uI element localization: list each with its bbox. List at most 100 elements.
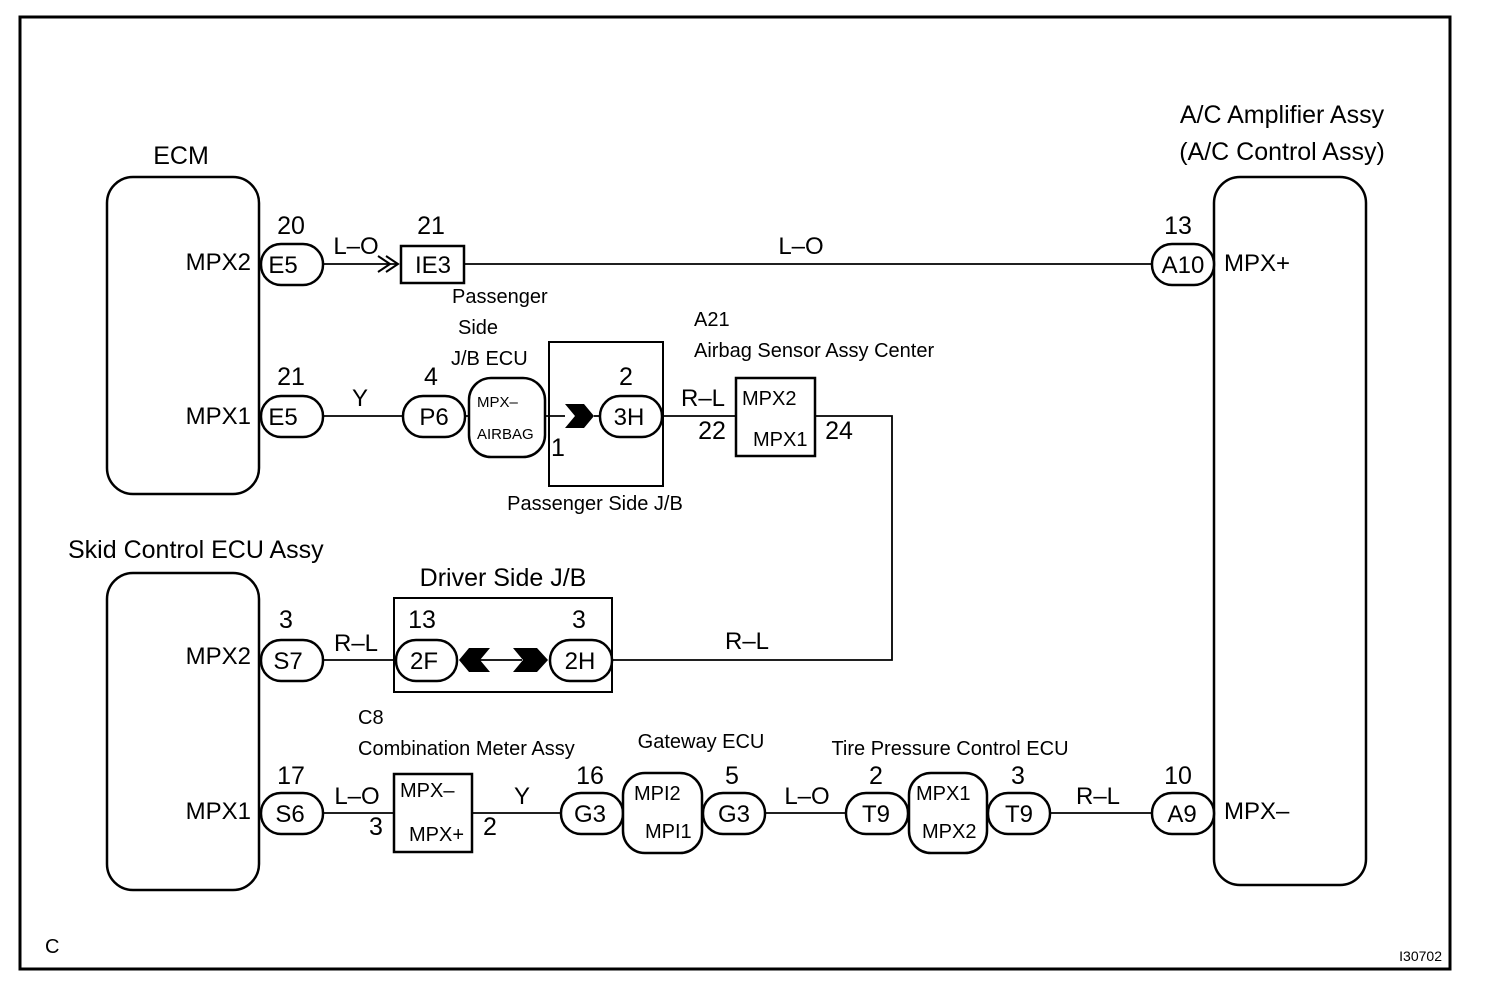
pin-tire-mpx2: 3 xyxy=(1011,762,1025,790)
pin-ac-mpx-minus: 10 xyxy=(1164,762,1192,790)
ac-amplifier-title-2: (A/C Control Assy) xyxy=(1179,138,1385,166)
pin-airbag-mpx1: 24 xyxy=(825,417,853,445)
airbag-pin-mpx1: MPX1 xyxy=(753,429,807,451)
pass-jb-ecu-label-3: J/B ECU xyxy=(451,348,528,370)
svg-text:S7: S7 xyxy=(273,648,302,675)
connector-p6: P6 xyxy=(401,394,467,439)
wire-label-w2: Y xyxy=(352,385,368,412)
pass-jb-ecu: MPX– AIRBAG xyxy=(467,376,547,459)
ac-amplifier: A/C Amplifier Assy (A/C Control Assy) MP… xyxy=(1179,101,1385,887)
skid-control-ecu-body xyxy=(105,571,261,892)
svg-text:S6: S6 xyxy=(275,801,304,828)
pin-airbag-mpx2: 22 xyxy=(698,417,726,445)
airbag-sensor: MPX2 MPX1 xyxy=(734,376,817,458)
svg-text:P6: P6 xyxy=(419,404,448,431)
skid-control-ecu: Skid Control ECU Assy MPX2 MPX1 xyxy=(68,536,324,892)
footer-letter: C xyxy=(45,936,59,958)
diagram-frame xyxy=(18,15,1452,971)
junction-arrow-icon xyxy=(377,255,400,273)
internal-connector-arrow-icon xyxy=(565,404,594,428)
pass-jb-ecu-pin-mpx-minus: MPX– xyxy=(477,394,519,411)
pin-ie3: 21 xyxy=(417,212,445,240)
pin-tire-mpx1: 2 xyxy=(869,762,883,790)
right-junction-arrow-icon xyxy=(513,648,548,672)
pass-jb-ecu-pin-airbag: AIRBAG xyxy=(477,426,534,443)
ecm-body xyxy=(105,175,261,496)
tire-pin-mpx2: MPX2 xyxy=(922,821,976,843)
comb-meter-title: Combination Meter Assy xyxy=(358,738,575,760)
gateway-pin-mpi1: MPI1 xyxy=(645,821,692,843)
connector-t9-left: T9 xyxy=(844,791,910,836)
wire-label-w4a: R–L xyxy=(334,630,378,657)
ecm: ECM MPX2 MPX1 xyxy=(105,142,261,496)
pin-gateway-mpi2: 16 xyxy=(576,762,604,790)
svg-text:3H: 3H xyxy=(614,404,645,431)
ecm-pin-mpx1: MPX1 xyxy=(186,403,251,430)
wire-label-w3: R–L xyxy=(681,385,725,412)
connector-a9: A9 xyxy=(1150,791,1216,836)
svg-text:2F: 2F xyxy=(410,648,438,675)
airbag-code: A21 xyxy=(694,309,730,331)
connector-e5-mid: E5 xyxy=(259,394,325,439)
ac-pin-mpx-minus: MPX– xyxy=(1224,798,1290,825)
pin-comb-mpx-plus: 2 xyxy=(483,813,497,841)
comb-meter-pin-mpx-plus: MPX+ xyxy=(409,824,464,846)
pin-comb-mpx-minus: 3 xyxy=(369,813,383,841)
tire-pressure-ecu: MPX1 MPX2 xyxy=(907,771,989,855)
connector-2f: 2F xyxy=(394,638,459,683)
ac-pin-mpx-plus: MPX+ xyxy=(1224,250,1290,277)
gateway-title: Gateway ECU xyxy=(638,731,765,753)
pin-p6: 4 xyxy=(424,363,438,391)
pin-2f: 13 xyxy=(408,606,436,634)
tire-pin-mpx1: MPX1 xyxy=(916,783,970,805)
connector-ie3: IE3 xyxy=(399,244,466,285)
airbag-pin-mpx2: MPX2 xyxy=(742,388,796,410)
gateway-ecu: MPI2 MPI1 xyxy=(621,771,704,855)
wire-label-w5a: L–O xyxy=(334,783,379,810)
pin-skid-mpx1: 17 xyxy=(277,762,305,790)
connector-2h: 2H xyxy=(548,638,614,683)
svg-text:G3: G3 xyxy=(574,801,606,828)
svg-text:E5: E5 xyxy=(268,404,297,431)
gateway-pin-mpi2: MPI2 xyxy=(634,783,681,805)
connector-e5-top: E5 xyxy=(259,242,325,287)
pass-jb-ecu-label-1: Passenger xyxy=(452,286,548,308)
svg-text:A10: A10 xyxy=(1162,252,1205,279)
ac-amplifier-body xyxy=(1212,175,1368,887)
ecm-title: ECM xyxy=(153,142,209,170)
svg-text:T9: T9 xyxy=(1005,801,1033,828)
wire-label-w1b: L–O xyxy=(778,233,823,260)
svg-text:T9: T9 xyxy=(862,801,890,828)
connector-s7: S7 xyxy=(259,638,325,683)
figure-id: I30702 xyxy=(1399,948,1442,964)
wire-label-w4b: R–L xyxy=(725,628,769,655)
wire-label-w5b: Y xyxy=(514,783,530,810)
ecm-pin-mpx2: MPX2 xyxy=(186,249,251,276)
wire-label-w1a: L–O xyxy=(333,233,378,260)
connector-a10: A10 xyxy=(1150,242,1216,287)
driver-jb-title: Driver Side J/B xyxy=(420,564,587,592)
pass-jb-ecu-label-2: Side xyxy=(458,317,498,339)
comb-meter-code: C8 xyxy=(358,707,384,729)
wire-airbag-to-2h xyxy=(612,415,893,661)
svg-text:IE3: IE3 xyxy=(415,252,451,279)
pin-ac-mpx-plus: 13 xyxy=(1164,212,1192,240)
svg-text:A9: A9 xyxy=(1167,801,1196,828)
connector-g3-left: G3 xyxy=(559,791,625,836)
skid-pin-mpx2: MPX2 xyxy=(186,643,251,670)
pin-gateway-mpi1: 5 xyxy=(725,762,739,790)
pin-skid-mpx2: 3 xyxy=(279,606,293,634)
svg-text:2H: 2H xyxy=(565,648,596,675)
svg-text:E5: E5 xyxy=(268,252,297,279)
ac-amplifier-title-1: A/C Amplifier Assy xyxy=(1180,101,1385,129)
svg-text:G3: G3 xyxy=(718,801,750,828)
wire-label-w5c: L–O xyxy=(784,783,829,810)
wire-label-w5d: R–L xyxy=(1076,783,1120,810)
skid-control-ecu-title: Skid Control ECU Assy xyxy=(68,536,324,564)
airbag-title: Airbag Sensor Assy Center xyxy=(694,340,934,362)
pin-2h: 3 xyxy=(572,606,586,634)
driver-jb-box xyxy=(393,597,613,693)
left-junction-arrow-icon xyxy=(459,648,490,672)
connector-t9-right: T9 xyxy=(986,791,1052,836)
